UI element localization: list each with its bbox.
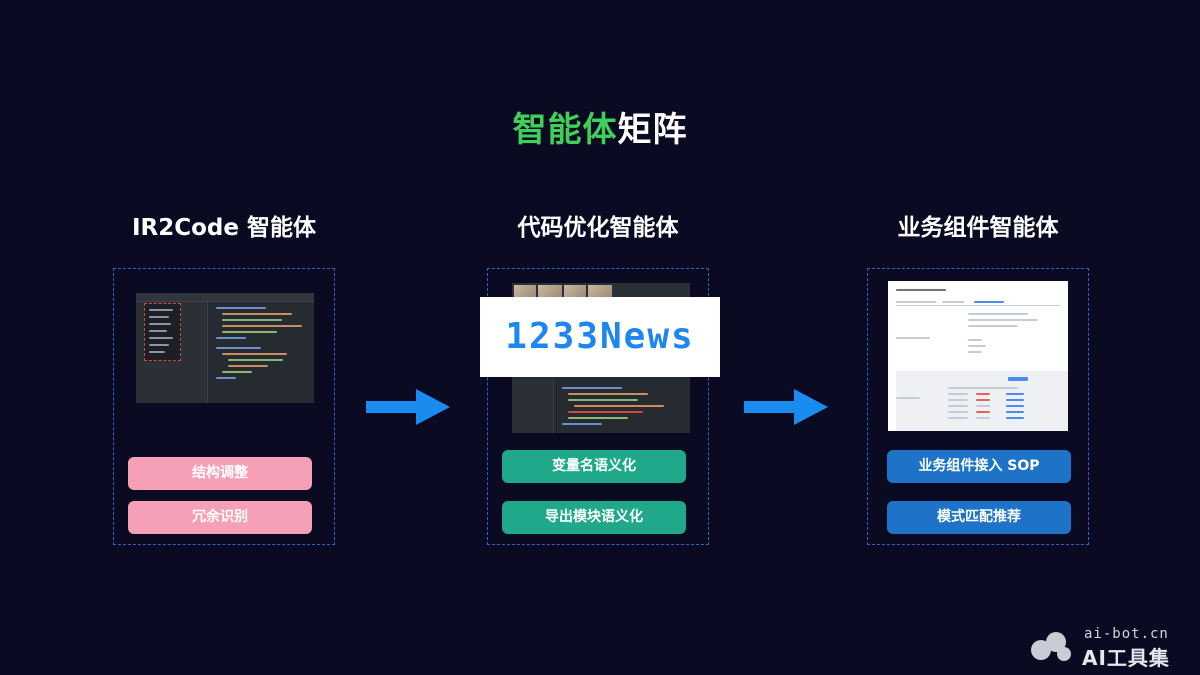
structure-adjustment-button[interactable]: 结构调整 [128,457,312,490]
code-editor-screenshot [136,293,314,403]
variable-name-semantic-button[interactable]: 变量名语义化 [502,450,686,483]
business-component-sop-button[interactable]: 业务组件接入 SOP [887,450,1071,483]
right-arrow-icon [744,389,828,425]
news-overlay-banner: 1233News [480,297,720,377]
column-title-ir2code: IR2Code 智能体 [131,215,317,241]
ai-bot-logo-icon [1031,632,1071,661]
redundancy-detection-button[interactable]: 冗余识别 [128,501,312,534]
component-doc-screenshot [888,281,1068,431]
panel-ir2code: 结构调整 冗余识别 [113,268,335,545]
column-title-business-component: 业务组件智能体 [897,215,1059,241]
right-arrow-icon [366,389,450,425]
export-module-semantic-button[interactable]: 导出模块语义化 [502,501,686,534]
dropdown-menu-highlight [144,303,181,361]
column-title-code-optimization: 代码优化智能体 [517,215,679,241]
panel-business-component: 业务组件接入 SOP 模式匹配推荐 [867,268,1089,545]
watermark-url: ai-bot.cn [1084,626,1169,642]
watermark-name: AI工具集 [1082,646,1170,670]
pattern-matching-recommend-button[interactable]: 模式匹配推荐 [887,501,1071,534]
slide-title: 智能体矩阵 [0,102,1200,151]
watermark: ai-bot.cn AI工具集 [1028,626,1188,670]
title-highlight: 智能体 [512,110,618,150]
title-rest: 矩阵 [617,110,688,150]
